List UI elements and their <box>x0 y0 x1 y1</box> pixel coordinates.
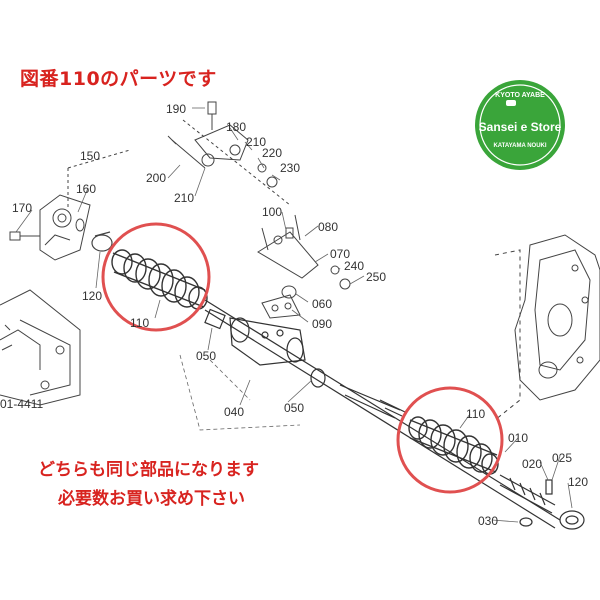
bracket-150-drawing <box>39 149 131 261</box>
part-label-120-left: 120 <box>82 289 102 303</box>
rack-shaft-drawing <box>204 299 561 529</box>
reference-label: 01-4411 <box>0 397 43 411</box>
part-label-110-left: 110 <box>130 316 149 330</box>
part-label-080: 080 <box>318 220 338 234</box>
part-label-150: 150 <box>80 149 100 163</box>
part-label-230: 230 <box>280 161 300 175</box>
note-line-2: 必要数お買い求め下さい <box>58 489 245 509</box>
part-label-010: 010 <box>508 431 528 445</box>
part-label-050-right: 050 <box>284 401 304 415</box>
part-label-160: 160 <box>76 182 96 196</box>
top-linkage-drawing <box>167 101 291 206</box>
leaf-icon <box>506 100 516 106</box>
part-label-070: 070 <box>330 247 350 261</box>
part-label-120-right: 120 <box>568 475 588 489</box>
part-labels: 190 180 210 220 230 200 210 150 160 170 … <box>0 102 588 528</box>
part-label-180: 180 <box>226 120 246 134</box>
gearbox-drawing <box>494 234 600 421</box>
part-label-040: 040 <box>224 405 244 419</box>
logo-main-text: Sansei e Store <box>479 120 562 134</box>
part-label-100: 100 <box>262 205 282 219</box>
part-label-220: 220 <box>262 146 282 160</box>
ring-160-drawing <box>75 218 85 232</box>
part-label-110-right: 110 <box>466 407 485 421</box>
part-label-210-top: 210 <box>246 135 266 149</box>
part-label-050-left: 050 <box>196 349 216 363</box>
boot-110-left-drawing <box>111 249 208 310</box>
part-label-030: 030 <box>478 514 498 528</box>
logo-top-text: KYOTO AYABE <box>495 92 545 99</box>
part-label-020: 020 <box>522 457 542 471</box>
part-label-090: 090 <box>312 317 332 331</box>
part-label-240: 240 <box>344 259 364 273</box>
logo-bottom-text: KATAYAMA NOUKI <box>493 143 546 149</box>
assembly-outlines <box>179 354 301 431</box>
bolt-170-drawing <box>9 231 40 241</box>
part-label-170: 170 <box>12 201 32 215</box>
logo-circle <box>475 80 565 170</box>
page-heading: 図番110のパーツです <box>20 68 217 90</box>
part-label-060: 060 <box>312 297 332 311</box>
boot-110-right-drawing <box>408 416 499 475</box>
part-label-190: 190 <box>166 102 186 116</box>
highlight-circle-left <box>101 222 211 332</box>
part-label-210-bottom: 210 <box>174 191 194 205</box>
left-frame-drawing <box>0 289 81 406</box>
part-label-025: 025 <box>552 451 572 465</box>
note-line-1: どちらも同じ部品になります <box>38 460 259 480</box>
highlight-circle-right <box>396 386 504 494</box>
bracket-070-drawing <box>257 214 351 319</box>
leader-lines <box>15 107 573 523</box>
part-label-250: 250 <box>366 270 386 284</box>
store-logo: KYOTO AYABE Sansei e Store KATAYAMA NOUK… <box>475 80 565 170</box>
part-label-200: 200 <box>146 171 166 185</box>
tie-rod-end-drawing <box>499 474 585 530</box>
clamp-120-left-drawing <box>91 231 113 252</box>
